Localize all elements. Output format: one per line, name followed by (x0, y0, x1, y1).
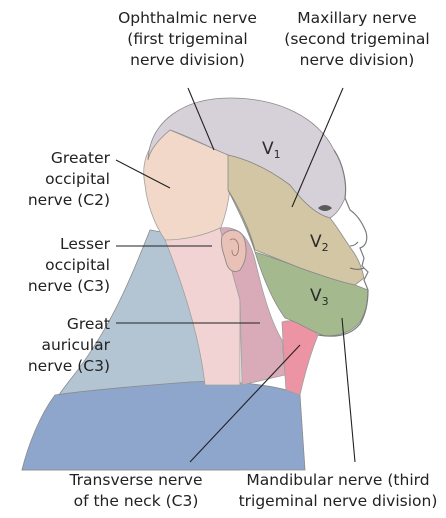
ophthalmic-line-1: Ophthalmic nerve (85, 8, 290, 29)
greater-occipital-line-1: Greater (0, 148, 110, 169)
maxillary-label: Maxillary nerve (second trigeminal nerve… (272, 8, 442, 71)
great-auricular-line-2: auricular (0, 335, 110, 356)
great-auricular-label: Great auricular nerve (C3) (0, 314, 110, 377)
lesser-occipital-line-2: occipital (0, 255, 110, 276)
maxillary-line-3: nerve division) (272, 50, 442, 71)
mandibular-line-1: Mandibular nerve (third (232, 470, 444, 491)
mandibular-label: Mandibular nerve (third trigeminal nerve… (232, 470, 444, 512)
lesser-occipital-label: Lesser occipital nerve (C3) (0, 234, 110, 297)
ophthalmic-line-2: (first trigeminal (85, 29, 290, 50)
greater-occipital-line-2: occipital (0, 169, 110, 190)
greater-occipital-line-3: nerve (C2) (0, 190, 110, 211)
maxillary-line-2: (second trigeminal (272, 29, 442, 50)
lesser-occipital-line-1: Lesser (0, 234, 110, 255)
transverse-label: Transverse nerve of the neck (C3) (36, 470, 236, 512)
great-auricular-line-1: Great (0, 314, 110, 335)
shoulder-region (22, 382, 305, 470)
greater-occipital-label: Greater occipital nerve (C2) (0, 148, 110, 211)
ophthalmic-label: Ophthalmic nerve (first trigeminal nerve… (85, 8, 290, 71)
transverse-line-1: Transverse nerve (36, 470, 236, 491)
maxillary-line-1: Maxillary nerve (272, 8, 442, 29)
nostril (350, 242, 358, 246)
lesser-occipital-line-3: nerve (C3) (0, 276, 110, 297)
ophthalmic-line-3: nerve division) (85, 50, 290, 71)
leader-mandibular (342, 318, 355, 462)
great-auricular-line-3: nerve (C3) (0, 356, 110, 377)
mandibular-line-2: trigeminal nerve division) (232, 491, 444, 512)
transverse-line-2: of the neck (C3) (36, 491, 236, 512)
